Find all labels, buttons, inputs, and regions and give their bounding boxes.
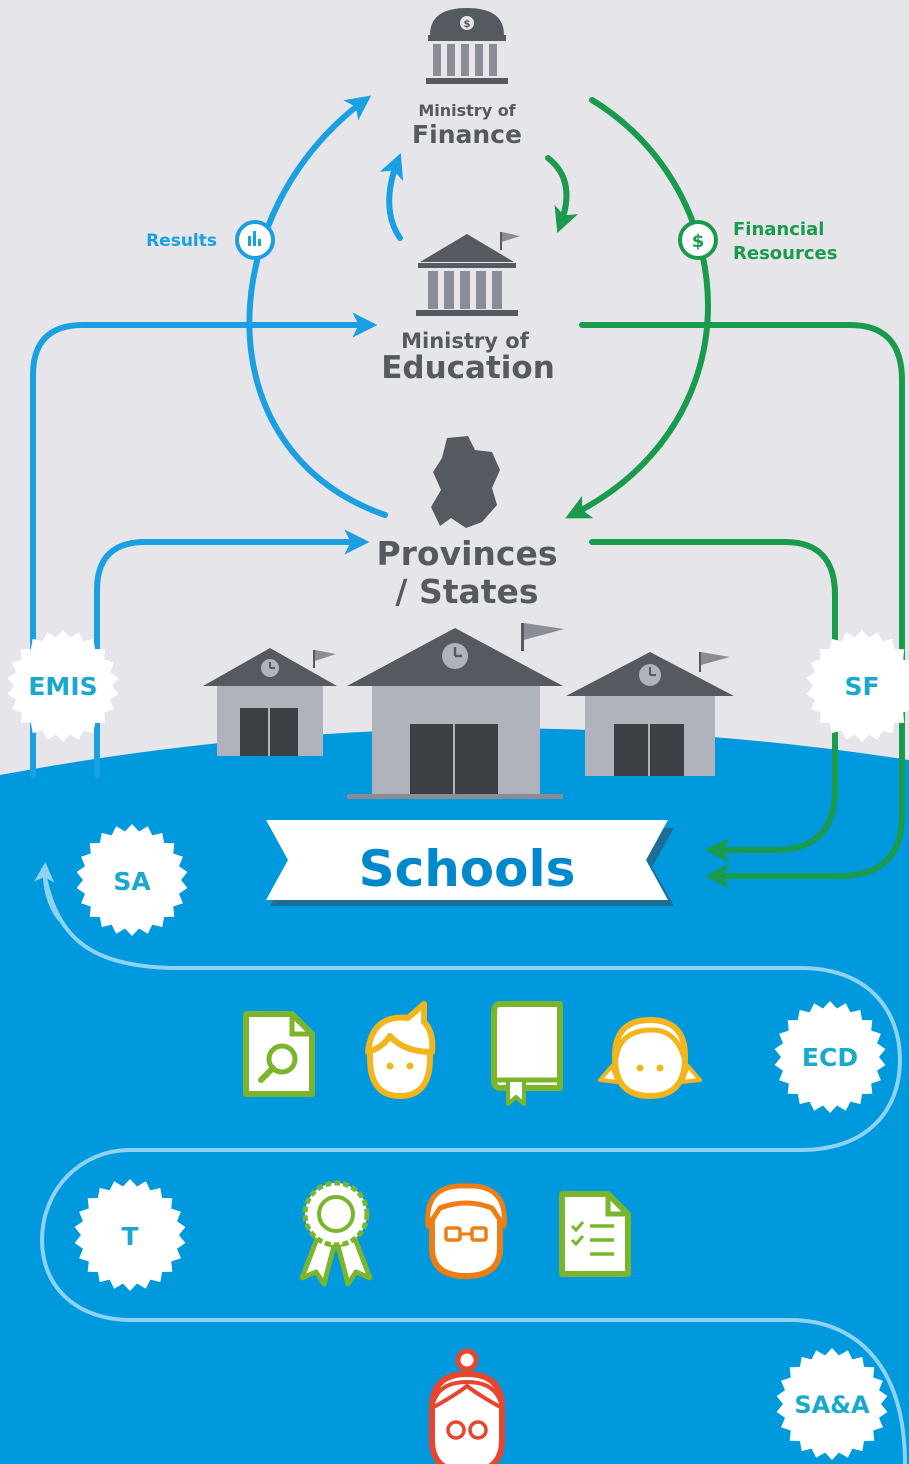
school-administrator-face-icon <box>428 1348 506 1464</box>
blue-flows <box>30 95 404 778</box>
document-search-icon <box>243 1011 315 1097</box>
saa-badge-star <box>776 1348 888 1460</box>
province-map-icon <box>431 436 500 528</box>
t-badge: T <box>121 1222 138 1251</box>
results-chart-icon <box>235 220 275 260</box>
provinces-label-2: / States <box>395 572 538 611</box>
ministry-of-finance-building-icon: $ <box>426 8 508 84</box>
saa-badge: SA&A <box>794 1391 870 1419</box>
education-label-1: Ministry of <box>401 329 530 353</box>
financial-resources-label-2: Resources <box>733 243 837 264</box>
checklist-document-icon <box>559 1191 631 1277</box>
award-ribbon-icon <box>299 1180 373 1287</box>
book-icon <box>491 1001 563 1106</box>
teacher-face-icon <box>425 1183 507 1280</box>
svg-text:$: $ <box>464 19 471 30</box>
sa-arrow <box>34 862 62 922</box>
ecd-badge: ECD <box>802 1043 858 1072</box>
finance-label-1: Ministry of <box>418 101 516 120</box>
provinces-label-1: Provinces <box>376 534 557 573</box>
emis-badge: EMIS <box>28 672 97 701</box>
sa-badge-star <box>76 824 188 936</box>
sa-badge: SA <box>113 867 151 896</box>
winding-path <box>39 867 907 1464</box>
sf-badge: SF <box>844 672 879 701</box>
blue-ground <box>0 728 909 1464</box>
child-boy-face-icon <box>365 1001 436 1100</box>
school-building-icon <box>203 648 337 756</box>
finance-label-2: Finance <box>412 120 522 149</box>
education-label-2: Education <box>381 350 555 386</box>
school-building-icon <box>566 652 734 776</box>
dollar-coin-icon: $ <box>678 220 718 260</box>
school-building-main-icon <box>347 623 564 799</box>
ecd-badge-star <box>774 1001 886 1113</box>
green-flows <box>545 97 905 889</box>
schools-label: Schools <box>359 840 576 898</box>
schools-banner <box>266 820 674 906</box>
ministry-of-education-building-icon <box>416 232 520 316</box>
sf-badge-star <box>806 630 909 742</box>
child-girl-face-icon <box>598 1016 702 1100</box>
results-label: Results <box>146 231 217 251</box>
emis-badge-star <box>7 630 119 742</box>
financial-resources-label-1: Financial <box>733 219 824 240</box>
t-badge-star <box>74 1179 186 1291</box>
svg-text:$: $ <box>692 231 705 252</box>
